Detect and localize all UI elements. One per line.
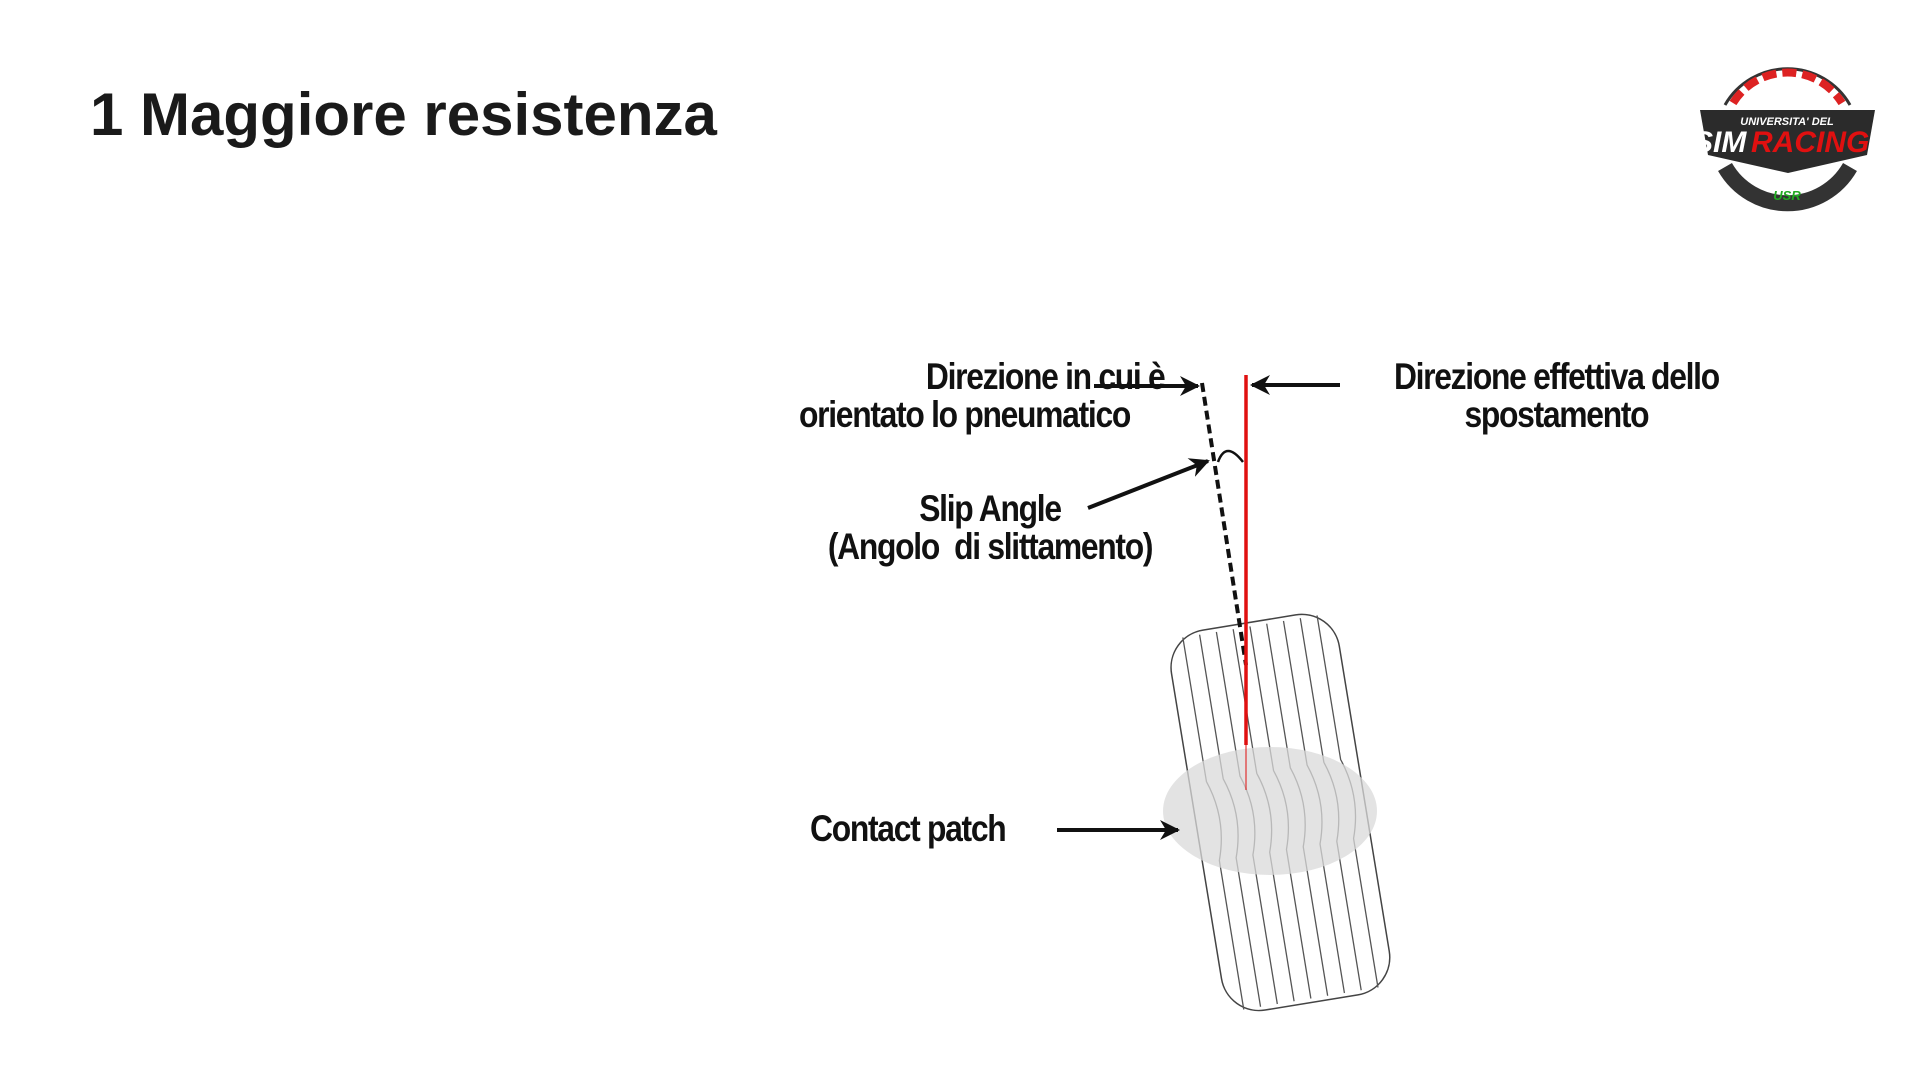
logo-text-line1: UNIVERSITA' DEL [1740,116,1834,128]
actual-direction-label-line2: spostamento [1464,394,1649,435]
contact-patch [1163,747,1377,875]
contact-patch-label: Contact patch [810,808,1007,849]
sim-racing-logo: UNIVERSITA' DEL SIM RACING USR [1693,67,1875,212]
slip-angle-label-line1: Slip Angle [919,488,1062,529]
tire-direction-label: Direzione in cui è orientato lo pneumati… [760,358,1166,435]
slip-angle-arc [1216,449,1244,463]
tire-direction-line [1200,382,1248,666]
slip-angle-arrow [1087,458,1210,510]
actual-direction-label-line1: Direzione effettiva dello [1393,356,1720,397]
tire-direction-label-line1: Direzione in cui è [925,356,1166,397]
logo-badge: USR [1773,188,1801,203]
tire-direction-label-line2: orientato lo pneumatico [799,394,1131,435]
slide-title: 1 Maggiore resistenza [90,81,717,148]
logo-text-racing: RACING [1751,126,1869,159]
slip-angle-label: Slip Angle (Angolo di slittamento) [775,490,1205,566]
slip-angle-label-line2: (Angolo di slittamento) [827,526,1154,567]
logo-text-sim: SIM [1693,126,1747,159]
actual-direction-label: Direzione effettiva dello spostamento [1350,358,1763,434]
